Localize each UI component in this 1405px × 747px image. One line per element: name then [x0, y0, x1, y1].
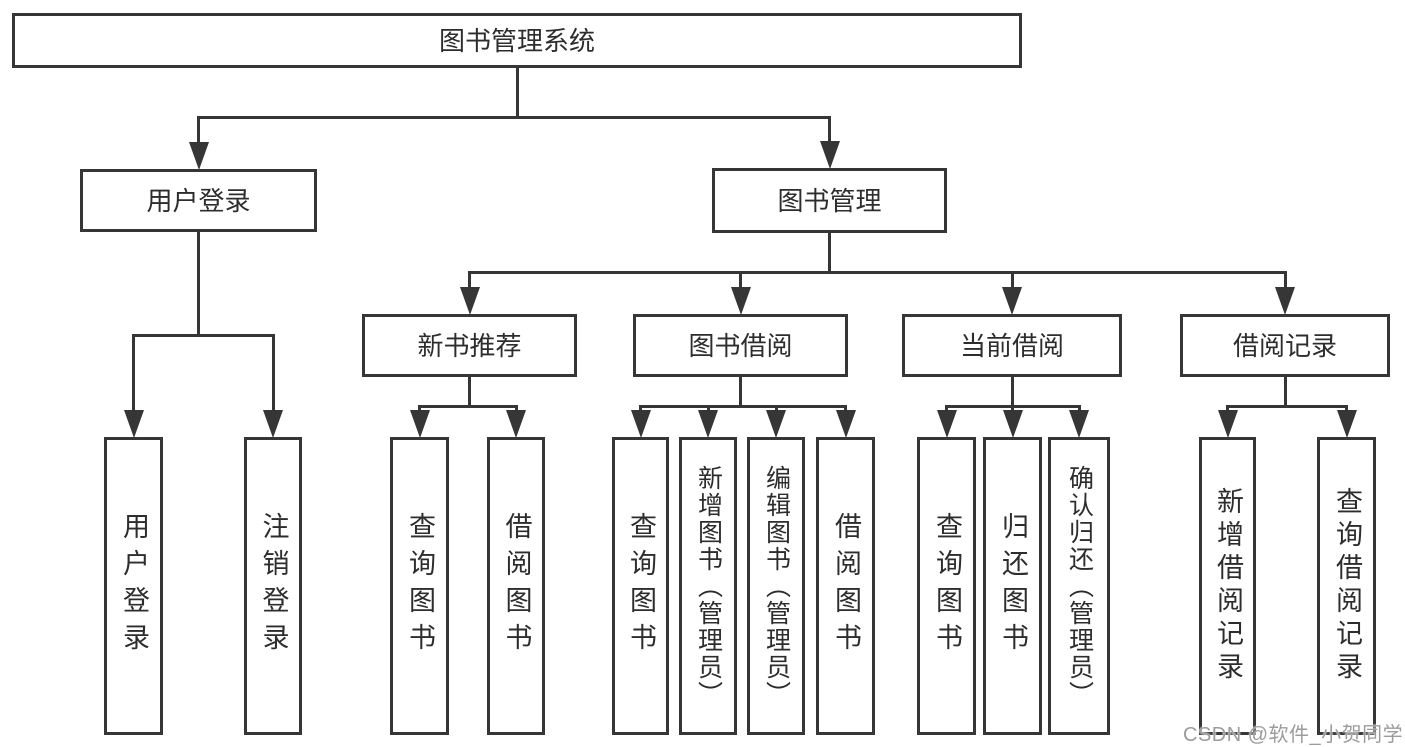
connector-line [739, 377, 742, 406]
node-bb_add: 新增图书（管理员） [679, 437, 737, 735]
node-nr_borrow: 借阅图书 [487, 437, 545, 735]
arrow-down-icon [1069, 410, 1089, 438]
arrow-down-icon [1002, 410, 1023, 438]
connector-line [1283, 272, 1287, 288]
node-bb_edit: 编辑图书（管理员） [747, 437, 805, 735]
node-label: 借阅记录 [1232, 330, 1337, 361]
arrow-down-icon [123, 410, 144, 438]
connector-line [1010, 272, 1014, 288]
connector-line [1226, 406, 1229, 411]
node-logout_v: 注销登录 [244, 437, 302, 735]
connector-line [1345, 406, 1348, 411]
node-bb_query: 查询图书 [612, 437, 669, 735]
connector-line [639, 406, 642, 411]
connector-line [1226, 404, 1348, 408]
arrow-down-icon [936, 410, 957, 438]
arrow-down-icon [1275, 287, 1295, 315]
arrow-down-icon [1002, 287, 1022, 315]
watermark: CSDN @软件_小贺同学 [1183, 724, 1404, 746]
node-user_login: 用户登录 [80, 169, 317, 232]
node-label: 当前借阅 [959, 330, 1064, 361]
node-label: 新书推荐 [417, 330, 522, 361]
connector-line [468, 272, 471, 288]
node-label: 查询图书 [405, 512, 435, 660]
connector-line [197, 117, 200, 143]
arrow-down-icon [630, 410, 651, 438]
node-label: 编辑图书（管理员） [762, 464, 791, 708]
node-label: 借阅图书 [501, 512, 532, 660]
connector-line [1077, 406, 1081, 411]
node-label: 借阅图书 [831, 512, 861, 660]
node-login_v: 用户登录 [104, 437, 163, 735]
node-cb_query: 查询图书 [917, 437, 976, 735]
connector-line [828, 117, 831, 142]
connector-line [1010, 377, 1014, 406]
node-label: 新增图书（管理员） [694, 464, 723, 708]
connector-line [132, 333, 275, 337]
connector-line [1283, 377, 1287, 406]
node-bb_borrow: 借阅图书 [816, 437, 875, 735]
connector-line [197, 232, 200, 335]
node-cb_return: 归还图书 [983, 437, 1042, 735]
arrow-down-icon [459, 287, 480, 315]
connector-line [774, 406, 778, 411]
connector-line [639, 404, 847, 408]
connector-line [418, 406, 421, 411]
node-label: 图书管理 [777, 185, 882, 216]
node-new_rec: 新书推荐 [362, 314, 577, 377]
connector-line [468, 270, 1287, 274]
connector-line [197, 115, 831, 119]
node-nr_query: 查询图书 [390, 437, 449, 735]
connector-line [515, 68, 519, 117]
node-br_query: 查询借阅记录 [1317, 437, 1376, 735]
node-book_mgmt: 图书管理 [712, 168, 947, 233]
node-label: 查询图书 [932, 512, 962, 660]
arrow-down-icon [835, 410, 856, 438]
connector-line [468, 377, 471, 406]
node-label: 新增借阅记录 [1213, 487, 1243, 685]
arrow-down-icon [263, 410, 283, 438]
node-book_borrow: 图书借阅 [633, 314, 848, 377]
arrow-down-icon [766, 410, 786, 438]
arrow-down-icon [730, 287, 751, 315]
node-label: 确认归还（管理员） [1065, 464, 1094, 708]
connector-line [418, 404, 518, 408]
node-label: 归还图书 [998, 512, 1028, 660]
arrow-down-icon [1336, 410, 1357, 438]
connector-line [1011, 406, 1014, 411]
node-current_borrow: 当前借阅 [902, 314, 1122, 377]
arrow-down-icon [409, 410, 430, 438]
node-label: 图书管理系统 [438, 25, 595, 56]
node-br_add: 新增借阅记录 [1199, 437, 1256, 735]
connector-line [828, 233, 831, 272]
arrow-down-icon [506, 410, 526, 438]
node-label: 图书借阅 [688, 330, 793, 361]
connector-line [844, 406, 847, 411]
node-label: 用户登录 [119, 512, 149, 660]
node-borrow_record: 借阅记录 [1180, 314, 1390, 377]
arrow-down-icon [698, 410, 718, 438]
node-label: 查询借阅记录 [1332, 487, 1362, 685]
connector-line [271, 335, 275, 411]
connector-line [514, 406, 518, 411]
node-label: 用户登录 [146, 185, 251, 216]
arrow-down-icon [819, 141, 840, 169]
arrow-down-icon [188, 142, 209, 170]
node-cb_confirm: 确认归还（管理员） [1048, 437, 1110, 735]
connector-line [739, 272, 742, 288]
node-label: 查询图书 [626, 512, 656, 660]
connector-line [706, 406, 710, 411]
arrow-down-icon [1217, 410, 1238, 438]
node-label: 注销登录 [258, 512, 289, 660]
connector-line [132, 335, 135, 411]
connector-line [945, 406, 948, 411]
node-root: 图书管理系统 [12, 13, 1022, 68]
